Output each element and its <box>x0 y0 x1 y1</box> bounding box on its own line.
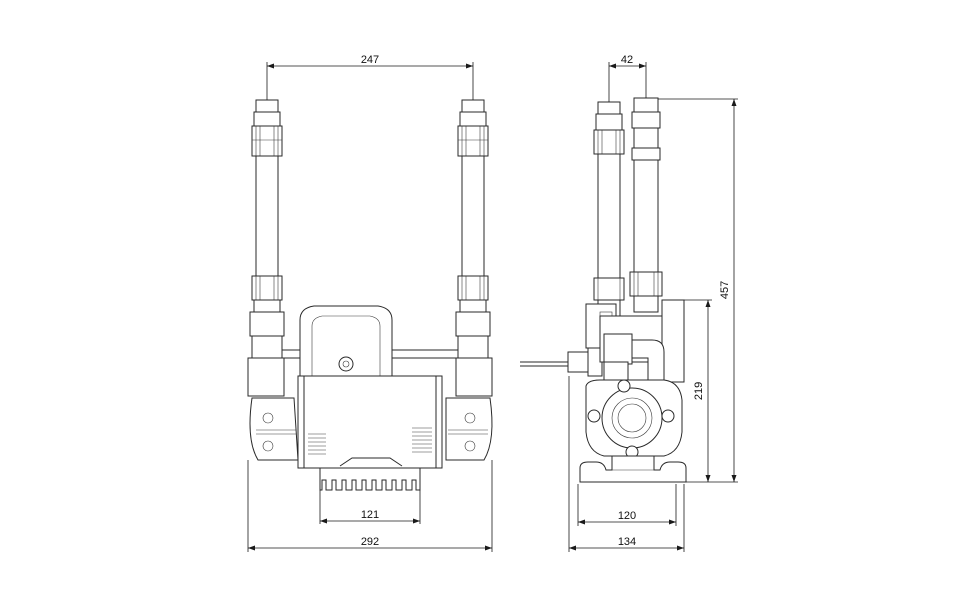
front-terminal-box <box>299 305 393 386</box>
dim-side-pipe-spacing: 42 <box>608 54 647 102</box>
front-view <box>247 99 493 491</box>
side-left-pipe <box>593 101 625 317</box>
dim-label-42: 42 <box>621 54 633 66</box>
dim-side-overall-width: 134 <box>568 376 685 552</box>
front-base <box>319 467 421 491</box>
side-right-pipe <box>629 97 663 313</box>
front-right-pump-head <box>445 397 493 461</box>
dim-label-247: 247 <box>361 54 379 66</box>
dimensions: 247 121 292 42 457 <box>247 54 738 552</box>
dim-side-foot-spacing: 120 <box>577 484 677 526</box>
dim-front-base-width: 121 <box>319 490 421 524</box>
side-pump-volute <box>585 379 683 459</box>
dim-label-121: 121 <box>361 509 379 521</box>
front-right-pipe <box>455 99 493 397</box>
dim-front-pipe-spacing: 247 <box>266 54 474 100</box>
dim-side-overall-height: 457 <box>658 98 738 483</box>
dim-label-457: 457 <box>719 281 731 299</box>
dim-side-inlet-height: 219 <box>684 299 712 482</box>
side-fittings <box>599 299 685 385</box>
side-base <box>579 455 687 483</box>
dim-label-120: 120 <box>618 510 636 522</box>
dim-label-292: 292 <box>361 536 379 548</box>
side-view <box>520 97 687 483</box>
front-left-pipe <box>247 99 285 397</box>
front-left-pump-head <box>249 397 299 461</box>
dim-label-219: 219 <box>693 382 705 400</box>
dim-label-134: 134 <box>618 536 636 548</box>
dim-front-overall-width: 292 <box>247 460 493 552</box>
front-motor-body <box>297 375 443 469</box>
